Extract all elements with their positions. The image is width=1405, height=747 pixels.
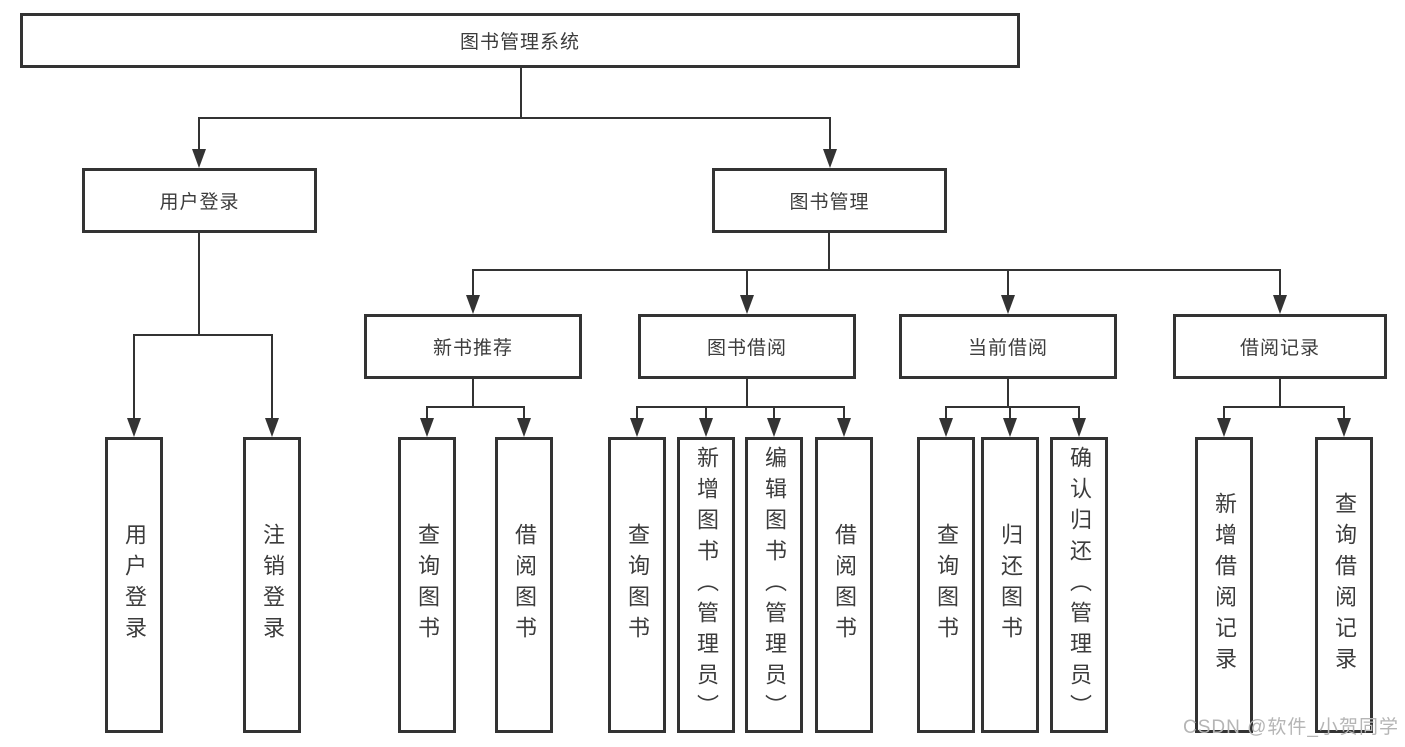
arrowhead-icon — [1003, 418, 1017, 437]
connector-line — [425, 407, 429, 423]
arrowhead-icon — [192, 149, 206, 168]
connector-line — [197, 118, 201, 154]
arrowhead-icon — [517, 418, 531, 437]
arrowhead-icon — [127, 418, 141, 437]
connector-line — [471, 270, 475, 300]
node-current-borrow-label: 当前借阅 — [967, 338, 1048, 359]
node-user-login: 用户登录 — [82, 168, 317, 233]
connector-line — [1006, 379, 1010, 407]
connector-line — [132, 335, 136, 423]
arrowhead-icon — [265, 418, 279, 437]
leaf-recommend-query-books: 查询图书 — [398, 437, 456, 733]
connector-line — [745, 379, 749, 407]
connector-line — [471, 268, 1282, 272]
arrowhead-icon — [1001, 295, 1015, 314]
node-book-management-label: 图书管理 — [789, 192, 870, 213]
arrowhead-icon — [939, 418, 953, 437]
leaf-borrow-books: 借阅图书 — [815, 437, 873, 733]
arrowhead-icon — [1072, 418, 1086, 437]
leaf-user-login-label: 用户登录 — [122, 523, 147, 647]
watermark: CSDN @软件_小贺同学 — [1183, 717, 1399, 738]
connector-line — [197, 233, 201, 335]
connector-line — [1278, 270, 1282, 300]
connector-line — [1008, 407, 1012, 423]
arrowhead-icon — [837, 418, 851, 437]
leaf-current-query-books-label: 查询图书 — [934, 523, 959, 647]
connector-line — [1006, 270, 1010, 300]
leaf-query-borrow-record: 查询借阅记录 — [1315, 437, 1373, 733]
arrowhead-icon — [1217, 418, 1231, 437]
leaf-borrow-query-books: 查询图书 — [608, 437, 666, 733]
leaf-edit-books-admin-label: 编辑图书（管理员） — [762, 445, 787, 725]
leaf-recommend-borrow-books: 借阅图书 — [495, 437, 553, 733]
leaf-recommend-borrow-books-label: 借阅图书 — [512, 523, 537, 647]
node-current-borrow: 当前借阅 — [899, 314, 1117, 379]
node-new-book-recommend-label: 新书推荐 — [432, 338, 513, 359]
node-root: 图书管理系统 — [20, 13, 1020, 68]
connector-line — [704, 407, 708, 423]
arrowhead-icon — [740, 295, 754, 314]
leaf-logout: 注销登录 — [243, 437, 301, 733]
connector-line — [1222, 405, 1346, 409]
arrowhead-icon — [466, 295, 480, 314]
connector-line — [635, 407, 639, 423]
node-borrow-records-label: 借阅记录 — [1239, 338, 1320, 359]
leaf-confirm-return-admin-label: 确认归还（管理员） — [1067, 445, 1092, 725]
leaf-borrow-books-label: 借阅图书 — [832, 523, 857, 647]
connector-line — [522, 407, 526, 423]
node-book-management: 图书管理 — [712, 168, 947, 233]
connector-line — [827, 233, 831, 270]
connector-line — [519, 68, 523, 118]
leaf-confirm-return-admin: 确认归还（管理员） — [1050, 437, 1108, 733]
connector-line — [745, 270, 749, 300]
connector-line — [270, 335, 274, 423]
leaf-add-borrow-record: 新增借阅记录 — [1195, 437, 1253, 733]
leaf-query-borrow-record-label: 查询借阅记录 — [1332, 492, 1357, 678]
arrowhead-icon — [1273, 295, 1287, 314]
connector-line — [772, 407, 776, 423]
leaf-add-books-admin-label: 新增图书（管理员） — [694, 445, 719, 725]
arrowhead-icon — [1337, 418, 1351, 437]
connector-line — [132, 333, 274, 337]
node-new-book-recommend: 新书推荐 — [364, 314, 582, 379]
node-borrow-records: 借阅记录 — [1173, 314, 1387, 379]
leaf-edit-books-admin: 编辑图书（管理员） — [745, 437, 803, 733]
leaf-add-books-admin: 新增图书（管理员） — [677, 437, 735, 733]
connector-line — [1077, 407, 1081, 423]
connector-line — [944, 405, 1081, 409]
leaf-borrow-query-books-label: 查询图书 — [625, 523, 650, 647]
leaf-current-query-books: 查询图书 — [917, 437, 975, 733]
connector-line — [425, 405, 526, 409]
node-book-borrow-label: 图书借阅 — [706, 338, 787, 359]
node-root-label: 图书管理系统 — [459, 32, 580, 53]
node-book-borrow: 图书借阅 — [638, 314, 856, 379]
leaf-logout-label: 注销登录 — [260, 523, 285, 647]
connector-line — [471, 379, 475, 407]
leaf-add-borrow-record-label: 新增借阅记录 — [1212, 492, 1237, 678]
arrowhead-icon — [630, 418, 644, 437]
connector-line — [944, 407, 948, 423]
leaf-user-login: 用户登录 — [105, 437, 163, 733]
connector-line — [1342, 407, 1346, 423]
arrowhead-icon — [699, 418, 713, 437]
connector-line — [828, 118, 832, 154]
connector-line — [197, 116, 832, 120]
leaf-return-books-label: 归还图书 — [998, 523, 1023, 647]
arrowhead-icon — [823, 149, 837, 168]
arrowhead-icon — [420, 418, 434, 437]
connector-line — [1278, 379, 1282, 407]
leaf-recommend-query-books-label: 查询图书 — [415, 523, 440, 647]
leaf-return-books: 归还图书 — [981, 437, 1039, 733]
connector-line — [1222, 407, 1226, 423]
connector-line — [635, 405, 846, 409]
connector-line — [842, 407, 846, 423]
node-user-login-label: 用户登录 — [159, 192, 240, 213]
arrowhead-icon — [767, 418, 781, 437]
